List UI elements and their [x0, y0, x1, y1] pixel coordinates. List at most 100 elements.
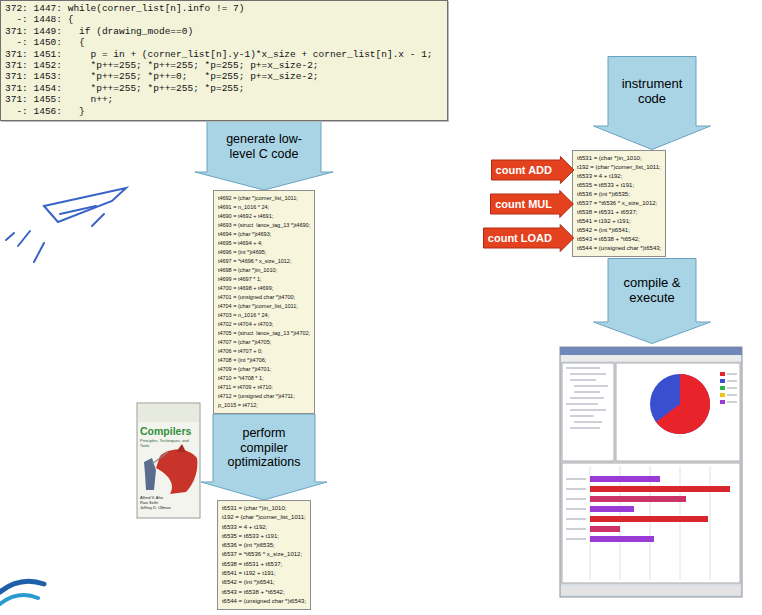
code-line: t4693 = (struct lance_tag_13 *)t4690;	[218, 221, 310, 230]
book-band	[138, 404, 199, 422]
code-line: t4699 = t4697 * 1;	[218, 275, 310, 284]
code-line: t6538 = t6531 + t6537;	[222, 560, 306, 569]
count-arrow: count MUL	[490, 190, 574, 218]
bars	[590, 476, 730, 542]
status-bar	[561, 586, 741, 595]
block-arrow: compile & execute	[593, 258, 711, 344]
arrow-body	[491, 157, 573, 184]
logo-arc	[0, 595, 38, 604]
code-line: t6533 = 4 + t192;	[222, 523, 306, 532]
code-line: t4702 = t4704 + t4703;	[218, 320, 310, 329]
arrow-text: count LOAD	[483, 224, 552, 252]
code-box: t6531 = (char *)in_1010;t192 = (char *)c…	[217, 500, 311, 610]
logo-arc	[0, 581, 44, 592]
code-line: t6541 = t192 + t191;	[577, 217, 661, 226]
chart-legend	[720, 372, 737, 404]
count-arrow: count LOAD	[483, 224, 574, 252]
source-code-box: 372: 1447: while(corner_list[n].info != …	[0, 0, 448, 121]
arrow-label: generate low-level C code	[214, 132, 314, 161]
book-author: Ravi Sethi	[140, 500, 158, 505]
code-line: t6531 = (char *)in_1010;	[577, 154, 661, 163]
code-line: t4692 = (char *)corner_list_1011;	[218, 194, 310, 203]
code-line: t4698 = (char *)in_1010;	[218, 266, 310, 275]
code-line: t4700 = t4698 + t4699;	[218, 284, 310, 293]
code-line: 372: 1447: while(corner_list[n].info != …	[5, 3, 441, 14]
arrow-body	[483, 225, 573, 252]
code-line: t4697 = *t4696 * x_size_1012;	[218, 257, 310, 266]
code-line: t4695 = t4694 + 4;	[218, 239, 310, 248]
code-line: t4694 = (char *)t4693;	[218, 230, 310, 239]
tree-panel	[562, 363, 614, 461]
arrow-label: perform compiler optimizations	[220, 426, 308, 470]
pie-chart	[650, 374, 710, 434]
code-line: t6541 = t192 + t191;	[222, 569, 306, 578]
code-line: t6538 = t6531 + t6537;	[577, 208, 661, 217]
code-line: t4690 = t4692 + t4691;	[218, 212, 310, 221]
grid-lines	[590, 466, 710, 580]
code-line: -: 1456: }	[5, 106, 441, 117]
code-line: -: 1448: {	[5, 14, 441, 25]
knight-lance	[152, 452, 168, 464]
arrow-text: count MUL	[490, 190, 552, 218]
code-line: t6537 = *t6536 * x_size_1012;	[577, 199, 661, 208]
pie-slice	[656, 374, 710, 434]
code-line: t6544 = (unsigned char *)t6543;	[577, 244, 661, 253]
code-line: t4707 = (char *)t4705;	[218, 338, 310, 347]
code-line: t6535 = t6533 + t191;	[577, 181, 661, 190]
code-line: 371: 1453: *p++=255; *p++=0; *p=255; p+=…	[5, 71, 441, 82]
sketch-dash	[6, 233, 14, 240]
bar-axis-lines	[566, 479, 586, 539]
book-author: Alfred V. Aho	[140, 495, 163, 500]
code-line: t4710 = *t4708 * 1;	[218, 374, 310, 383]
sketch-dash	[18, 231, 30, 246]
book-frame	[137, 403, 200, 518]
code-line: 371: 1449: if (drawing_mode==0)	[5, 26, 441, 37]
code-line: t6544 = (unsigned char *)t6543;	[222, 597, 306, 606]
code-line: t192 = (char *)corner_list_1011;	[222, 513, 306, 522]
code-line: t4706 = t4707 + 0;	[218, 347, 310, 356]
sketch-dash	[92, 214, 104, 226]
code-line: p_1015 = t4712;	[218, 401, 310, 410]
arrow-body	[594, 259, 711, 344]
code-line: t4696 = (int *)t4695;	[218, 248, 310, 257]
code-line: 371: 1451: p = in + (corner_list[n].y-1)…	[5, 49, 441, 60]
dragon-horn	[176, 444, 186, 452]
tree-lines	[566, 368, 608, 428]
book-author: Jeffrey D. Ullman	[140, 505, 171, 510]
code-line: 371: 1454: *p++=255; *p++=255; *p=255;	[5, 83, 441, 94]
code-line: t4704 = (char *)corner_list_1011;	[218, 302, 310, 311]
toolbar	[561, 355, 741, 361]
code-line: t192 = (char *)corner_list_1011;	[577, 163, 661, 172]
block-arrow	[201, 414, 327, 500]
code-line: t4712 = (unsigned char *)t4711;	[218, 392, 310, 401]
book-title: Compilers	[140, 425, 191, 437]
chart-panel	[616, 363, 740, 461]
arrow-body	[594, 57, 711, 150]
code-line: t6533 = 4 + t192;	[577, 172, 661, 181]
code-line: t6537 = *t6536 * x_size_1012;	[222, 550, 306, 559]
code-box: t6531 = (char *)in_1010;t192 = (char *)c…	[572, 150, 666, 257]
count-arrow: count ADD	[491, 156, 574, 184]
profiler-screenshot	[560, 347, 742, 597]
code-line: t4705 = (struct lance_tag_13 *)t4702;	[218, 329, 310, 338]
sketch-dash	[34, 243, 44, 262]
code-line: -: 1450: {	[5, 37, 441, 48]
pen-stroke	[60, 206, 96, 214]
code-line: t6543 = t6538 + *t6542;	[577, 235, 661, 244]
arrow-body	[491, 191, 574, 218]
code-line: t6531 = (char *)in_1010;	[222, 504, 306, 513]
book-cover	[137, 403, 200, 518]
code-line: 371: 1455: n++;	[5, 94, 441, 105]
code-line: t6536 = (int *)t6535;	[577, 190, 661, 199]
code-line: t4711 = t4709 + t4710;	[218, 383, 310, 392]
title-bar	[560, 347, 742, 355]
block-arrow	[195, 121, 333, 190]
code-line: t4703 = n_1016 * 24;	[218, 311, 310, 320]
book-subtitle: Principles, Techniques, and Tools	[140, 439, 198, 448]
arrow-text: compile & execute	[614, 275, 690, 305]
arrow-text: instrument code	[614, 76, 690, 106]
code-line: 371: 1452: *p++=255; *p++=255; *p=255; p…	[5, 60, 441, 71]
code-line: t6536 = (int *)t6535;	[222, 541, 306, 550]
arrow-text: count ADD	[491, 156, 552, 184]
